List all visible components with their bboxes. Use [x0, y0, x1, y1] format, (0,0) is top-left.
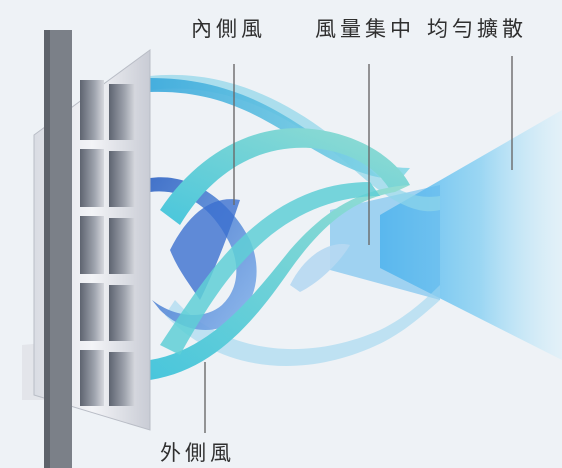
inner-wind-label: 內側風 — [191, 17, 266, 41]
outer-wind-band-cross — [160, 182, 380, 355]
outer-wind-label: 外側風 — [160, 441, 235, 465]
even-spread-cone — [380, 110, 562, 360]
airflow-band-back-bottom — [165, 285, 440, 366]
fan-grille-panel — [22, 30, 151, 468]
grille-cells — [80, 80, 135, 406]
airflow-loop — [290, 244, 350, 292]
even-spread-label: 均勻擴散 — [427, 17, 527, 41]
inner-wind-core-fold — [170, 199, 240, 300]
outer-wind-band-front — [160, 128, 410, 225]
focused-airflow-label: 風量集中 — [315, 17, 415, 41]
focused-airflow-core — [330, 185, 440, 300]
airflow-band-back-top — [150, 74, 440, 212]
outer-wind-band-lower — [150, 185, 410, 380]
